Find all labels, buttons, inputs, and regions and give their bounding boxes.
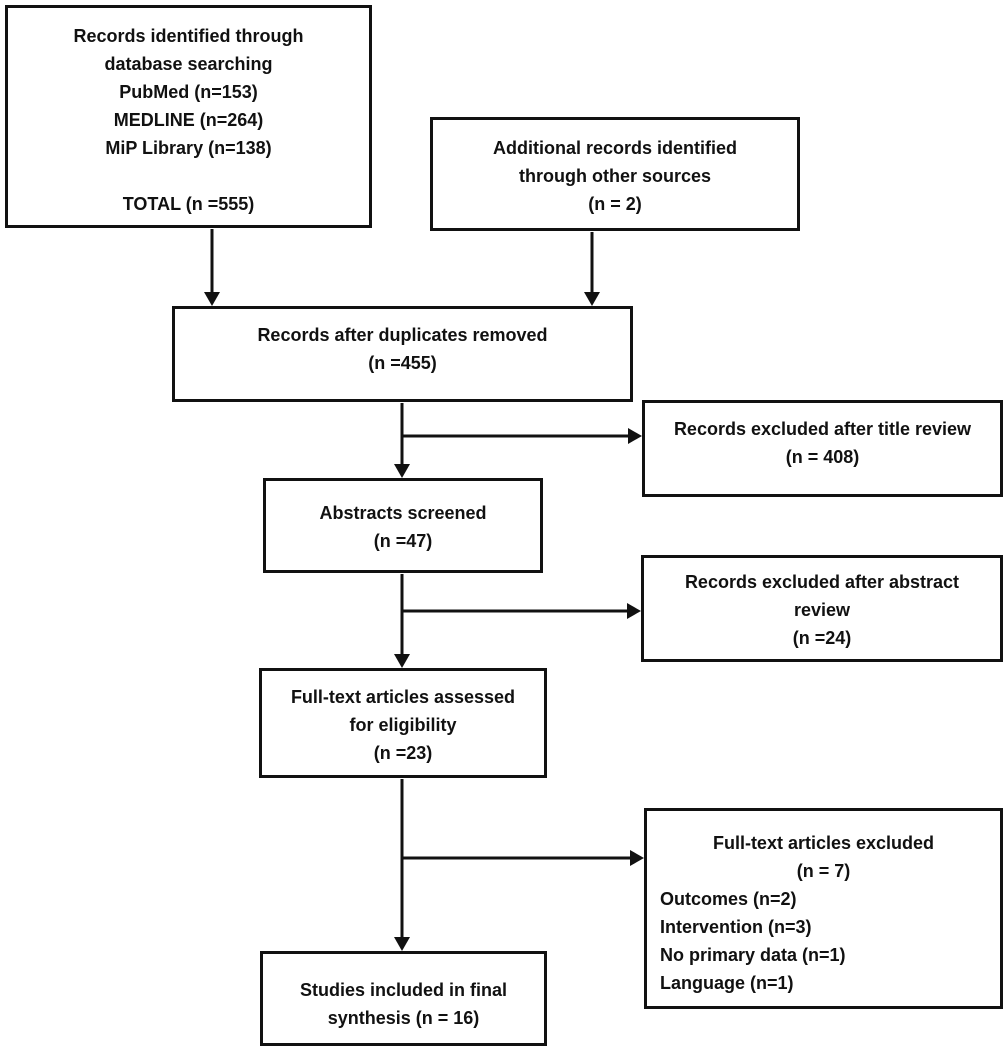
box-line-reason: Language (n=1)	[660, 973, 794, 993]
box-line: review	[793, 600, 851, 620]
arrow-identified-to-duplicates	[204, 229, 220, 306]
box-line: MiP Library (n=138)	[105, 138, 272, 158]
box-line: through other sources	[518, 166, 711, 186]
box-line: Full-text articles assessed	[290, 687, 516, 707]
box-excluded-title-review: Records excluded after title review (n =…	[642, 400, 1003, 497]
box-records-identified: Records identified through database sear…	[5, 5, 372, 228]
box-line: database searching	[104, 54, 273, 74]
box-line-spacer	[8, 162, 369, 190]
arrow-additional-to-duplicates	[584, 232, 600, 306]
box-line: (n = 408)	[785, 447, 860, 467]
box-line: (n =23)	[373, 743, 433, 763]
box-line: (n = 2)	[588, 194, 642, 214]
arrow-duplicates-to-abstracts	[394, 403, 410, 478]
box-line: (n =455)	[368, 353, 437, 373]
box-line: Records identified through	[73, 26, 304, 46]
box-line: TOTAL (n =555)	[122, 194, 255, 214]
box-line: Studies included in final	[299, 980, 508, 1000]
box-line-reason: Intervention (n=3)	[660, 917, 812, 937]
box-line: (n = 7)	[796, 861, 851, 881]
box-line: synthesis (n = 16)	[327, 1008, 480, 1028]
arrow-fulltext-to-final	[394, 779, 410, 951]
box-fulltext-assessed: Full-text articles assessed for eligibil…	[259, 668, 547, 778]
box-line: (n =47)	[373, 531, 433, 551]
box-line: Full-text articles excluded	[712, 833, 935, 853]
arrow-branch-to-abstract-excluded	[402, 603, 641, 619]
box-line: MEDLINE (n=264)	[113, 110, 264, 130]
arrow-branch-to-title-excluded	[402, 428, 642, 444]
box-duplicates-removed: Records after duplicates removed (n =455…	[172, 306, 633, 402]
box-line-reason: No primary data (n=1)	[660, 945, 846, 965]
box-line: (n =24)	[792, 628, 852, 648]
box-line: PubMed (n=153)	[119, 82, 258, 102]
box-additional-records: Additional records identified through ot…	[430, 117, 800, 231]
box-abstracts-screened: Abstracts screened (n =47)	[263, 478, 543, 573]
box-line: Additional records identified	[492, 138, 738, 158]
box-line-reason: Outcomes (n=2)	[660, 889, 797, 909]
arrow-branch-to-fulltext-excluded	[402, 850, 644, 866]
box-line: Records after duplicates removed	[257, 325, 548, 345]
box-line: for eligibility	[349, 715, 457, 735]
box-line: Records excluded after abstract	[684, 572, 960, 592]
box-included-final-synthesis: Studies included in final synthesis (n =…	[260, 951, 547, 1046]
box-excluded-abstract-review: Records excluded after abstract review (…	[641, 555, 1003, 662]
arrow-abstracts-to-fulltext	[394, 574, 410, 668]
box-line: Abstracts screened	[319, 503, 487, 523]
box-fulltext-excluded: Full-text articles excluded (n = 7) Outc…	[644, 808, 1003, 1009]
box-line: Records excluded after title review	[673, 419, 972, 439]
